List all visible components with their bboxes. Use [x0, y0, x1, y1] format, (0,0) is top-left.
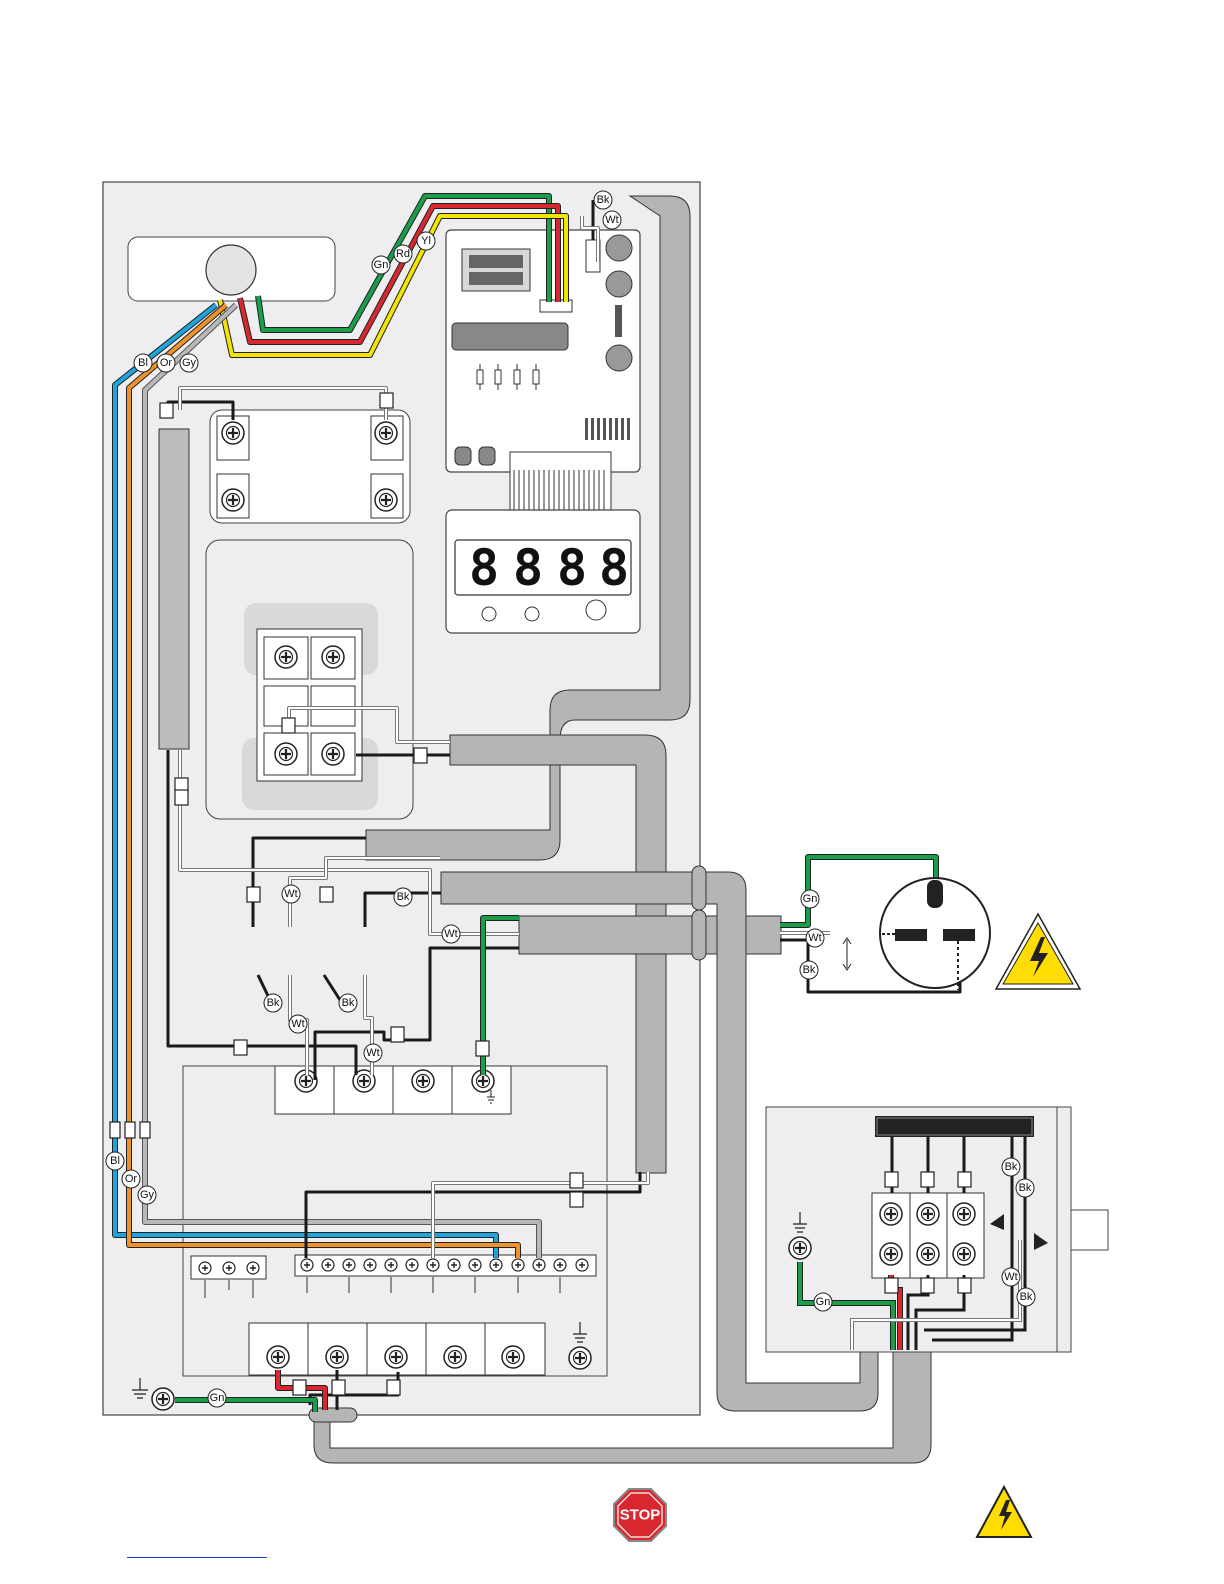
conduit-branch [441, 872, 701, 904]
wire-label-bk: Bk [342, 997, 355, 1009]
high-voltage-warning-icon [977, 1487, 1031, 1537]
wire-label-bk: Bk [803, 964, 816, 976]
wire-label-bk: Bk [597, 194, 610, 206]
wire-label-or: Or [160, 357, 173, 369]
wire-label-bk: Bk [1019, 1182, 1032, 1194]
pressure-sensor [206, 245, 256, 295]
wire-label-rd: Rd [396, 248, 410, 260]
wire-label-gn: Gn [210, 1392, 225, 1404]
stop-sign-text: STOP [620, 1507, 661, 1524]
footer-rule [127, 1557, 267, 1558]
display-digit: 8 [469, 539, 499, 597]
wire-label-bk: Bk [1020, 1291, 1033, 1303]
wire-label-gn: Gn [374, 259, 389, 271]
relay-block [452, 323, 568, 350]
display-digit: 8 [513, 539, 543, 597]
wire-label-bl: Bl [110, 1155, 120, 1167]
wire-label-wt: Wt [366, 1047, 379, 1059]
high-voltage-warning-icon [996, 914, 1080, 989]
display-button[interactable] [482, 607, 496, 621]
wire-label-gy: Gy [182, 357, 197, 369]
wire-label-wt: Wt [284, 888, 297, 900]
wire-label-wt: Wt [808, 932, 821, 944]
wire-label-bl: Bl [138, 357, 148, 369]
wire-label-bk: Bk [397, 891, 410, 903]
stop-sign-icon: STOP [614, 1489, 666, 1541]
wire-label-bk: Bk [1005, 1161, 1018, 1173]
display-button[interactable] [586, 600, 606, 620]
wire-label-or: Or [125, 1173, 138, 1185]
wire-label-wt: Wt [605, 214, 618, 226]
wire-label-bk: Bk [267, 997, 280, 1009]
wire-label-gn: Gn [803, 893, 818, 905]
wire-label-wt: Wt [444, 928, 457, 940]
wire-label-gn: Gn [816, 1296, 831, 1308]
thermal-cutoff [159, 429, 189, 749]
wire-label-gy: Gy [140, 1189, 155, 1201]
bus-bar [875, 1116, 1034, 1137]
display-digit: 8 [557, 539, 587, 597]
wire-label-wt: Wt [1004, 1271, 1017, 1283]
display-digit: 8 [599, 539, 629, 597]
control-terminal-strip [295, 1255, 596, 1276]
wire-label-wt: Wt [291, 1018, 304, 1030]
display-button[interactable] [525, 607, 539, 621]
wire-label-yl: Yl [421, 235, 431, 247]
